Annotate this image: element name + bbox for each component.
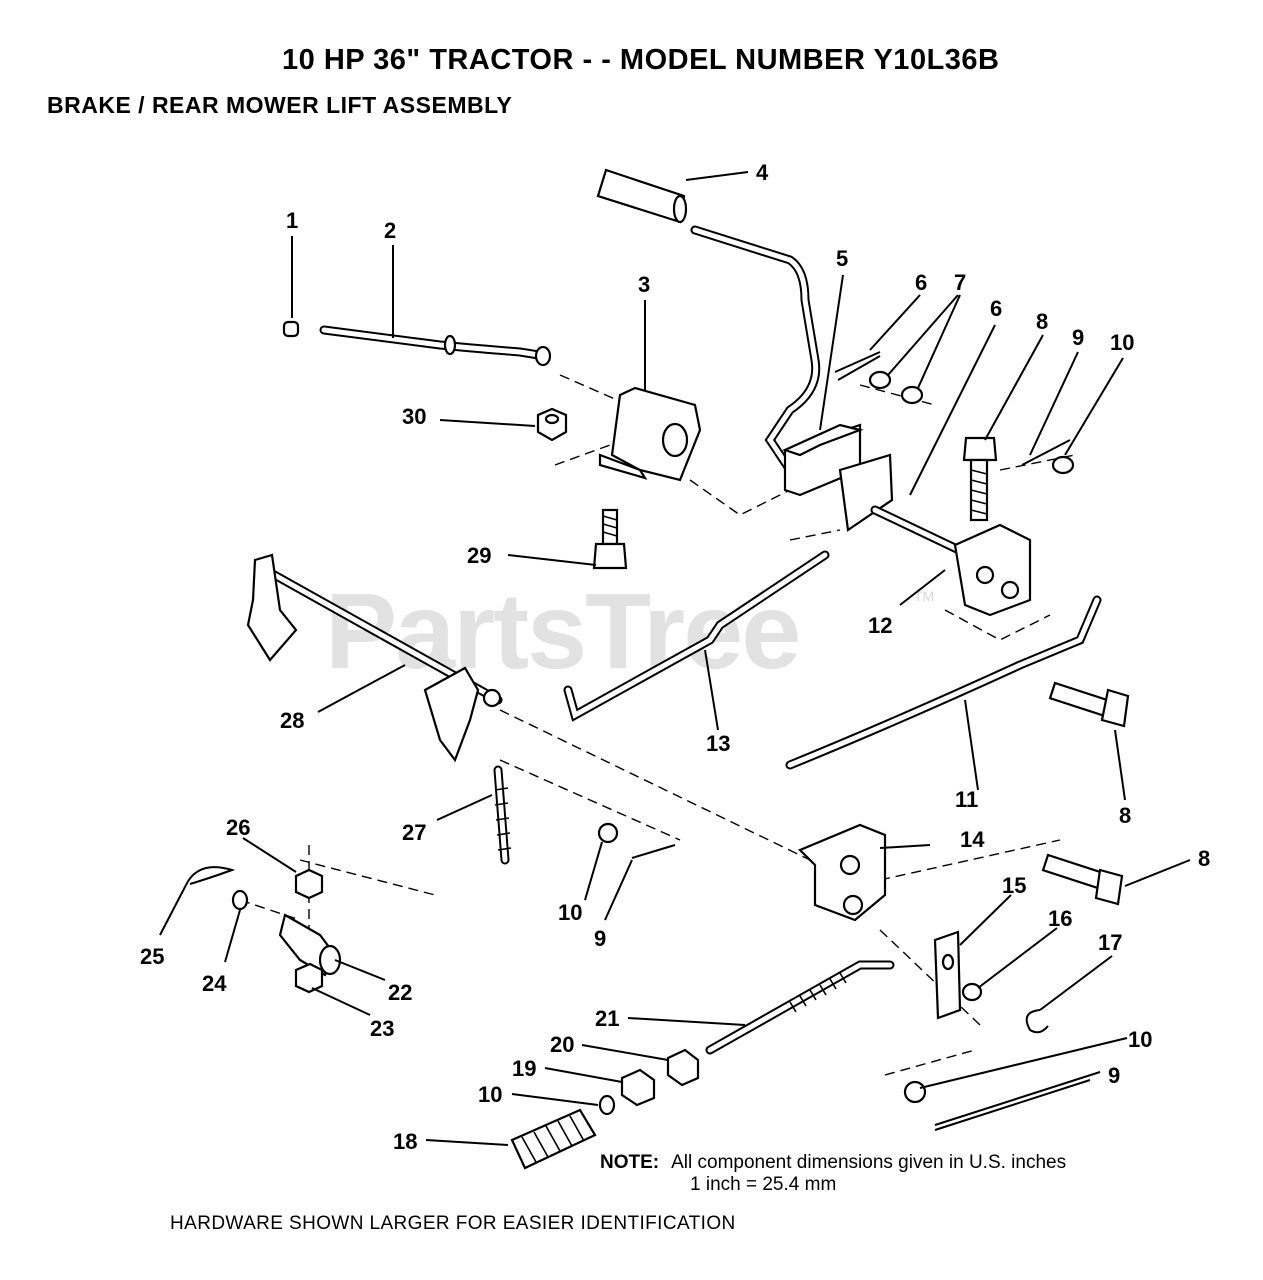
callout-11: 11 — [955, 787, 978, 812]
part-20-nut — [666, 1048, 700, 1087]
callout-10c: 10 — [478, 1082, 502, 1107]
part-10-washer-low — [598, 1094, 616, 1116]
part-12-shaft — [870, 505, 1032, 617]
callout-6: 6 — [915, 270, 927, 295]
part-8-bolt-middle — [1048, 681, 1130, 728]
part-2-rod — [319, 325, 552, 367]
callout-24: 24 — [202, 971, 227, 996]
part-27-threaded-rod — [493, 765, 512, 865]
part-3-bracket — [598, 386, 702, 482]
part-23-nut — [294, 962, 324, 994]
part-18-spring — [510, 1108, 597, 1170]
callout-30: 30 — [402, 404, 426, 429]
callout-5: 5 — [836, 246, 848, 271]
callout-9: 9 — [1072, 325, 1084, 350]
callout-13: 13 — [706, 731, 730, 756]
callout-7: 7 — [954, 270, 966, 295]
part-16-washer — [961, 982, 983, 1002]
part-17-clip — [1025, 1009, 1049, 1034]
callout-17: 17 — [1098, 930, 1122, 955]
callout-14: 14 — [960, 827, 985, 852]
callout-26: 26 — [226, 815, 250, 840]
callout-28: 28 — [280, 708, 304, 733]
watermark: PartsTree — [325, 570, 801, 691]
leader-lines — [159, 171, 1191, 1146]
callout-8c: 8 — [1198, 846, 1210, 871]
callout-21: 21 — [595, 1006, 619, 1031]
part-8-bolt-lower — [1041, 853, 1124, 906]
note-block: NOTE: All component dimensions given in U… — [600, 1152, 1066, 1196]
part-10-9-mid — [597, 822, 676, 859]
part-6-cotter-pin — [834, 351, 881, 381]
callout-10: 10 — [1110, 330, 1134, 355]
part-5-lever — [690, 225, 894, 532]
hardware-footer: HARDWARE SHOWN LARGER FOR EASIER IDENTIF… — [170, 1213, 736, 1234]
callout-3: 3 — [638, 272, 650, 297]
note-line2: 1 inch = 25.4 mm — [690, 1174, 837, 1195]
callout-22: 22 — [388, 980, 412, 1005]
callout-18: 18 — [393, 1129, 417, 1154]
note-line1: All component dimensions given in U.S. i… — [671, 1152, 1067, 1173]
callout-19: 19 — [512, 1056, 536, 1081]
assembly-guide-lines — [239, 374, 1076, 1076]
part-4-grip — [596, 168, 688, 224]
part-22-trunnion — [278, 913, 342, 977]
callout-25: 25 — [140, 944, 164, 969]
diagram-subtitle: BRAKE / REAR MOWER LIFT ASSEMBLY — [47, 92, 513, 118]
part-19-nut — [620, 1068, 656, 1107]
callout-29: 29 — [467, 543, 491, 568]
part-13-rod — [563, 550, 830, 722]
part-14-bracket — [798, 823, 887, 922]
callout-9c: 9 — [1108, 1063, 1120, 1088]
watermark-tm: TM — [914, 588, 935, 604]
callout-15: 15 — [1002, 873, 1026, 898]
callout-8: 8 — [1036, 309, 1048, 334]
part-21-rod — [705, 960, 895, 1055]
callout-10b: 10 — [558, 900, 582, 925]
callout-4: 4 — [756, 160, 769, 185]
callout-9b: 9 — [594, 926, 606, 951]
callout-numbers: 1 2 3 4 5 6 7 6 8 9 10 30 29 12 28 13 11… — [140, 160, 1210, 1154]
part-1-cap — [282, 320, 300, 338]
part-30-nut — [536, 407, 568, 442]
part-24-washer — [231, 889, 249, 911]
note-label: NOTE: — [600, 1152, 660, 1173]
callout-12: 12 — [868, 613, 892, 638]
diagram-title: 10 HP 36" TRACTOR - - MODEL NUMBER Y10L3… — [282, 44, 1000, 76]
part-7-washers — [868, 370, 924, 405]
callout-6b: 6 — [990, 296, 1002, 321]
part-15-plate — [933, 930, 962, 1020]
part-11-rod — [785, 595, 1102, 770]
callout-16: 16 — [1048, 906, 1072, 931]
part-25-clip — [185, 866, 236, 886]
callout-23: 23 — [370, 1016, 394, 1041]
callout-2: 2 — [384, 218, 396, 243]
part-26-nut — [294, 868, 324, 900]
part-28-rock-shaft — [246, 553, 503, 763]
callout-27: 27 — [402, 820, 426, 845]
callout-1: 1 — [286, 208, 298, 233]
callout-8b: 8 — [1119, 803, 1131, 828]
part-29-bolt — [592, 508, 628, 570]
part-9-10-pin-washer-top — [1021, 439, 1075, 475]
callout-20: 20 — [550, 1032, 574, 1057]
callout-10d: 10 — [1128, 1027, 1152, 1052]
part-8-bolt-top — [962, 436, 998, 522]
